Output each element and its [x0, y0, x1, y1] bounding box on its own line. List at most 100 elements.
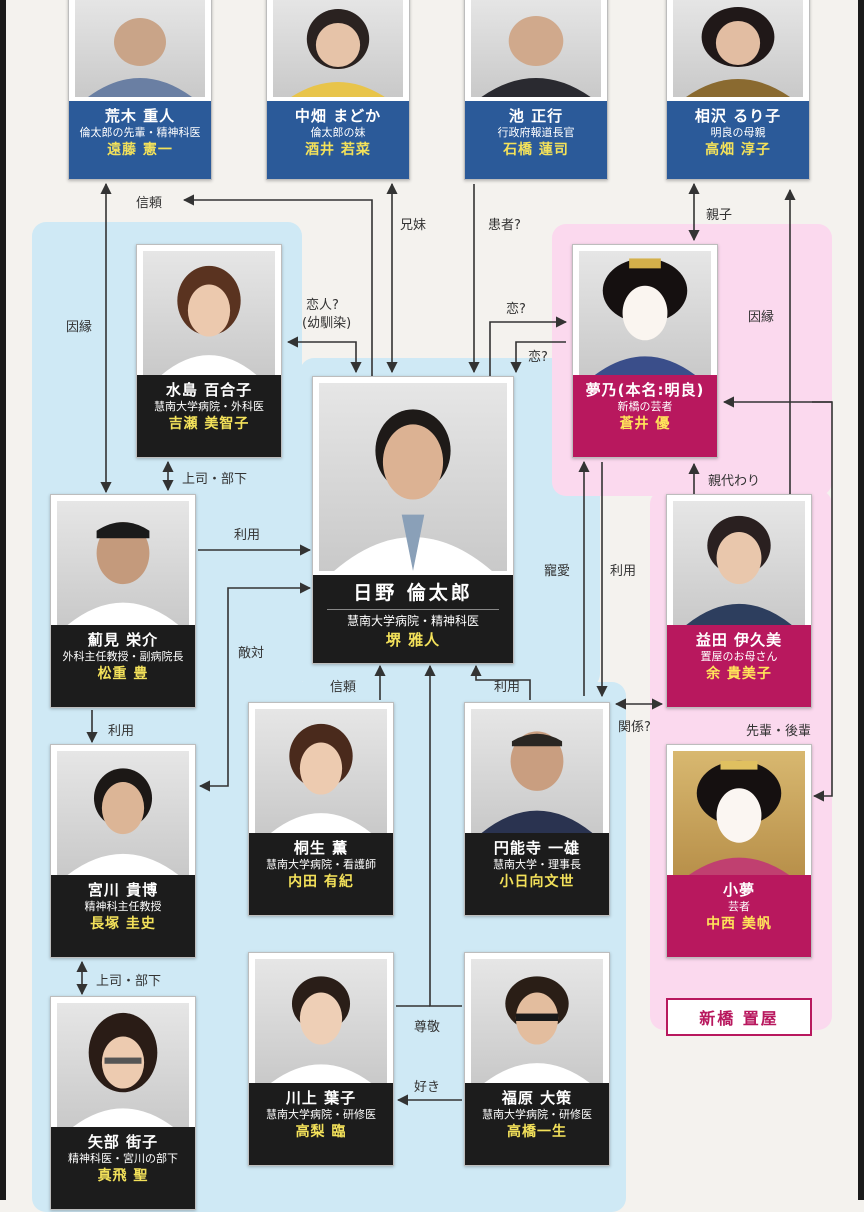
- card-ennoji[interactable]: 円能寺 一雄 慧南大学・理事長 小日向文世: [464, 702, 610, 916]
- label-yabe: 矢部 街子 精神科医・宮川の部下 真飛 聖: [51, 1127, 195, 1209]
- photo-yume: [579, 251, 711, 375]
- actor-kawakami: 高梨 臨: [295, 1124, 347, 1140]
- label-araki: 荒木 重人 倫太郎の先輩・精神科医 遠藤 憲一: [69, 101, 211, 179]
- label-masuda: 益田 伊久美 置屋のお母さん 余 貴美子: [667, 625, 811, 707]
- role-mizushima: 慧南大学病院・外科医: [154, 400, 264, 413]
- actor-mizushima: 吉瀬 美智子: [168, 416, 250, 432]
- photo-ike: [471, 0, 601, 97]
- card-kawakami[interactable]: 川上 葉子 慧南大学病院・研修医 高梨 臨: [248, 952, 394, 1166]
- card-mizushima[interactable]: 水島 百合子 慧南大学病院・外科医 吉瀬 美智子: [136, 244, 282, 458]
- actor-ike: 石橋 蓮司: [503, 142, 569, 158]
- role-fukuhara: 慧南大学病院・研修医: [482, 1108, 592, 1121]
- name-separator: [327, 609, 499, 610]
- rel-osananajimi: (幼馴染): [302, 316, 352, 331]
- portrait-icon: [594, 258, 696, 375]
- card-aizawa[interactable]: 相沢 るり子 明良の母親 高畑 淳子: [666, 0, 810, 180]
- photo-ennoji: [471, 709, 603, 833]
- label-mizushima: 水島 百合子 慧南大学病院・外科医 吉瀬 美智子: [137, 375, 281, 457]
- photo-yabe: [57, 1003, 189, 1127]
- line-fukuhara-hino: [424, 664, 462, 1007]
- rel-riyo1: 利用: [234, 528, 261, 543]
- portrait-icon: [270, 976, 372, 1083]
- card-araki[interactable]: 荒木 重人 倫太郎の先輩・精神科医 遠藤 憲一: [68, 0, 212, 180]
- portrait-icon: [270, 723, 372, 833]
- name-kemi: 薊見 栄介: [87, 631, 159, 649]
- card-masuda[interactable]: 益田 伊久美 置屋のお母さん 余 貴美子: [666, 494, 812, 708]
- line-hino-yume: [489, 316, 568, 376]
- rel-kanja: 患者?: [488, 218, 521, 233]
- label-kawakami: 川上 葉子 慧南大学病院・研修医 高梨 臨: [249, 1083, 393, 1165]
- line-ennoji-hino: [470, 664, 531, 700]
- rel-innen-right: 因縁: [748, 310, 775, 325]
- label-nakahata: 中畑 まどか 倫太郎の妹 酒井 若菜: [267, 101, 409, 179]
- actor-kiryu: 内田 有紀: [288, 874, 354, 890]
- photo-kiryu: [255, 709, 387, 833]
- photo-kemi: [57, 501, 189, 625]
- name-araki: 荒木 重人: [104, 107, 176, 125]
- role-kiryu: 慧南大学病院・看護師: [266, 858, 376, 871]
- line-hino-araki: [182, 194, 373, 376]
- photo-hino: [319, 383, 507, 571]
- okiya-group-label: 新橋 置屋: [666, 998, 812, 1036]
- name-nakahata: 中畑 まどか: [294, 107, 382, 125]
- label-aizawa: 相沢 るり子 明良の母親 高畑 淳子: [667, 101, 809, 179]
- role-ike: 行政府報道長官: [497, 126, 575, 139]
- label-miyagawa: 宮川 貴博 精神科主任教授 長塚 圭史: [51, 875, 195, 957]
- rel-choai: 寵愛: [544, 564, 571, 579]
- portrait-icon: [686, 7, 790, 97]
- right-frame: [858, 0, 864, 1200]
- label-fukuhara: 福原 大策 慧南大学病院・研修医 高橋一生: [465, 1083, 609, 1165]
- photo-miyagawa: [57, 751, 189, 875]
- card-kemi[interactable]: 薊見 栄介 外科主任教授・副病院長 松重 豊: [50, 494, 196, 708]
- name-hino: 日野 倫太郎: [353, 582, 473, 604]
- role-masuda: 置屋のお母さん: [700, 650, 778, 663]
- actor-araki: 遠藤 憲一: [107, 142, 173, 158]
- name-ennoji: 円能寺 一雄: [493, 839, 581, 857]
- rel-riyo2: 利用: [610, 564, 637, 579]
- actor-hino: 堺 雅人: [385, 631, 441, 649]
- rel-innen-left: 因縁: [66, 320, 93, 335]
- photo-kawakami: [255, 959, 387, 1083]
- card-fukuhara[interactable]: 福原 大策 慧南大学病院・研修医 高橋一生: [464, 952, 610, 1166]
- rel-koi1: 恋?: [506, 302, 526, 317]
- card-yume[interactable]: 夢乃(本名:明良) 新橋の芸者 蒼井 優: [572, 244, 718, 458]
- label-hino: 日野 倫太郎 慧南大学病院・精神科医 堺 雅人: [313, 575, 513, 663]
- name-masuda: 益田 伊久美: [695, 631, 783, 649]
- left-frame: [0, 0, 6, 1200]
- label-yume: 夢乃(本名:明良) 新橋の芸者 蒼井 優: [573, 375, 717, 457]
- actor-nakahata: 酒井 若菜: [305, 142, 371, 158]
- card-hino[interactable]: 日野 倫太郎 慧南大学病院・精神科医 堺 雅人: [312, 376, 514, 664]
- portrait-icon: [481, 16, 591, 97]
- rel-oyako: 親子: [706, 208, 733, 223]
- rel-koi2: 恋?: [528, 350, 548, 365]
- name-fukuhara: 福原 大策: [501, 1089, 573, 1107]
- name-ike: 池 正行: [508, 107, 564, 125]
- rel-joshi-buka1: 上司・部下: [182, 472, 248, 487]
- card-koyume[interactable]: 小夢 芸者 中西 美帆: [666, 744, 812, 958]
- name-yume: 夢乃(本名:明良): [585, 381, 705, 399]
- card-ike[interactable]: 池 正行 行政府報道長官 石橋 蓮司: [464, 0, 608, 180]
- rel-sonkei: 尊敬: [414, 1020, 441, 1035]
- name-kawakami: 川上 葉子: [285, 1089, 357, 1107]
- role-aizawa: 明良の母親: [710, 126, 766, 139]
- card-miyagawa[interactable]: 宮川 貴博 精神科主任教授 長塚 圭史: [50, 744, 196, 958]
- actor-miyagawa: 長塚 圭史: [90, 916, 156, 932]
- card-yabe[interactable]: 矢部 街子 精神科医・宮川の部下 真飛 聖: [50, 996, 196, 1210]
- label-ennoji: 円能寺 一雄 慧南大学・理事長 小日向文世: [465, 833, 609, 915]
- photo-koyume: [673, 751, 805, 875]
- role-kemi: 外科主任教授・副病院長: [62, 650, 184, 663]
- actor-fukuhara: 高橋一生: [507, 1124, 567, 1140]
- rel-shinrai: 信頼: [330, 680, 357, 695]
- portrait-icon: [72, 1012, 174, 1127]
- card-nakahata[interactable]: 中畑 まどか 倫太郎の妹 酒井 若菜: [266, 0, 410, 180]
- portrait-icon: [161, 265, 257, 375]
- actor-koyume: 中西 美帆: [706, 916, 772, 932]
- portrait-icon: [334, 409, 492, 571]
- rel-riyo4: 利用: [108, 724, 135, 739]
- rel-kankei: 関係?: [618, 720, 651, 735]
- line-mizushima-hino: [286, 336, 362, 374]
- role-ennoji: 慧南大学・理事長: [493, 858, 581, 871]
- card-kiryu[interactable]: 桐生 薫 慧南大学病院・看護師 内田 有紀: [248, 702, 394, 916]
- label-kiryu: 桐生 薫 慧南大学病院・看護師 内田 有紀: [249, 833, 393, 915]
